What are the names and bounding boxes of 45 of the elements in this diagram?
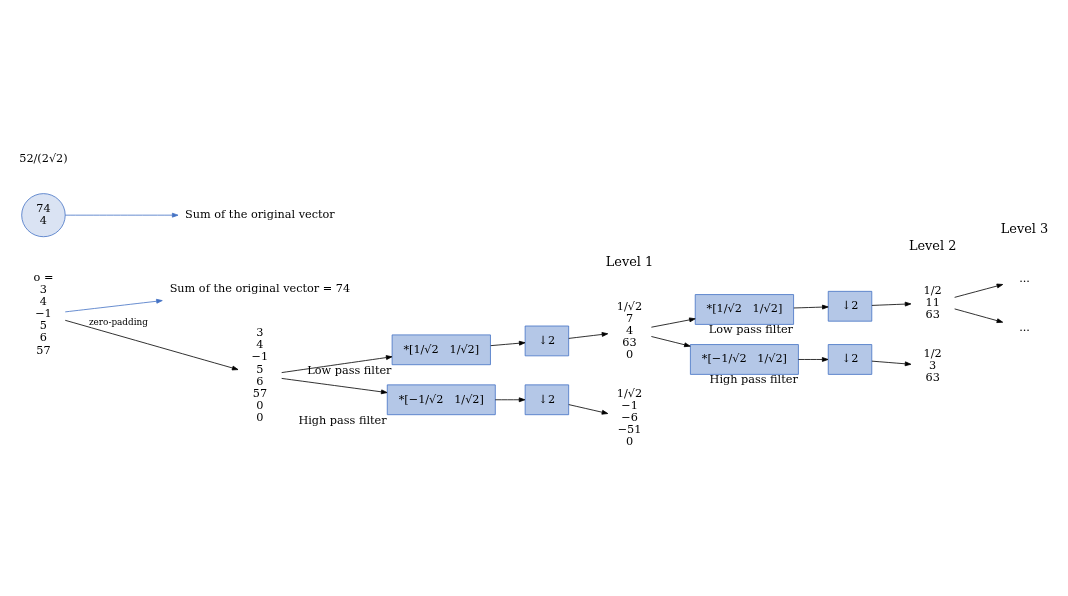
node-box: *[1/√2 1/√2] [694,294,794,325]
node-box: ↓2 [524,325,570,357]
arrow [490,340,526,347]
arrow [281,378,388,395]
arrow [954,283,1004,298]
node-label: Low pass filter [708,323,793,337]
node-text: o = 3 4 −1 5 6 57 [33,271,54,357]
node-circle: 74 4 [21,193,66,238]
node-text: 1/√2 −1 −6 −51 0 [616,387,643,449]
node-label: Low pass filter [307,363,392,377]
node-text: 1/2 11 63 [923,283,942,322]
arrow [793,304,829,310]
node-text: ... [1019,321,1030,335]
node-label: High pass filter [298,413,387,427]
node-text: 1/2 3 63 [923,346,942,384]
label: Level 3 [1000,220,1049,236]
arrow [954,308,1004,323]
node-text: Sum of the original vector [185,208,335,222]
arrow [568,404,609,415]
node-text: ... [1019,271,1030,285]
arrow [494,397,526,403]
arrow [871,301,912,307]
node-box: *[1/√2 1/√2] [391,334,491,366]
arrow [281,355,393,373]
node-box: *[−1/√2 1/√2] [386,384,496,416]
node-box: ↓2 [827,290,873,322]
node-text: 52/(2√2) [19,151,68,165]
arrow [871,360,912,367]
arrow [64,298,163,313]
arrow [568,332,609,339]
arrow [650,336,691,348]
node-box: ↓2 [827,344,873,375]
node-label: High pass filter [709,373,798,387]
arrow [798,357,829,362]
node-text: Sum of the original vector = 74 [169,282,351,296]
node-box: *[−1/√2 1/√2] [690,344,799,375]
arrow [650,317,696,328]
label: Level 2 [908,237,957,253]
arrow [64,319,239,371]
node-text: 3 4 −1 5 6 57 0 0 [251,326,269,424]
node-box: ↓2 [524,384,570,416]
edge-label: zero-padding [88,316,148,327]
label: Level 1 [605,253,654,269]
arrow [64,212,179,218]
node-text: 1/√2 7 4 63 0 [616,300,643,362]
